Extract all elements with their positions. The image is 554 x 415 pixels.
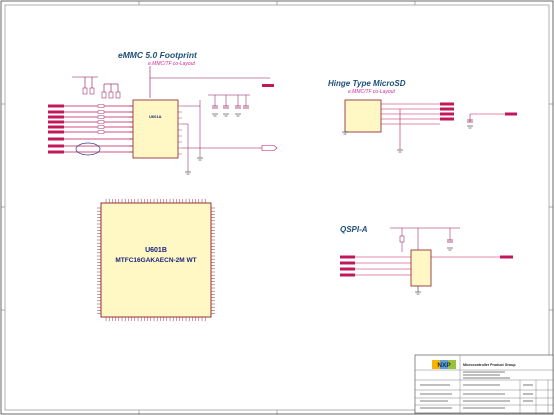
qspi-pullup-resistor <box>399 235 405 243</box>
nxp-logo: NXP <box>432 360 456 369</box>
emmc-chip-pin-stubs <box>129 105 182 155</box>
qspi-ground-symbols <box>415 247 453 295</box>
emmc-chip-u601a <box>132 99 179 159</box>
microsd-cap <box>467 119 473 123</box>
microsd-wiring <box>381 103 505 150</box>
emmc-series-resistors <box>97 104 105 134</box>
emmc-layout-note: e.MMC/TF co-Layout <box>148 61 195 67</box>
emmc-output-net-flag <box>261 145 278 151</box>
microsd-section-title: Hinge Type MicroSD <box>328 79 406 88</box>
emmc-section-title: eMMC 5.0 Footprint <box>118 50 198 60</box>
qspi-section-title: QSPI-A <box>340 225 368 234</box>
nxp-logo-text: NXP <box>437 362 451 369</box>
emmc-decoupling-caps <box>212 105 249 109</box>
emmc-right-side-wiring <box>182 94 262 172</box>
bga-chip-u601b <box>100 202 212 318</box>
bga-chip-pin-rows <box>97 199 215 321</box>
title-block-detail-lines <box>420 371 533 409</box>
qspi-signal-bus <box>355 256 500 276</box>
emmc-ground-symbols <box>185 113 241 175</box>
microsd-net-flags <box>440 102 517 121</box>
sheet-inner-border <box>4 4 550 411</box>
microsd-connector <box>344 99 382 133</box>
qspi-flash-chip <box>410 249 432 287</box>
emmc-highlight-ellipse <box>75 142 101 156</box>
bga-chip-part-number: MTFC16GAKAECN-2M WT <box>115 257 196 264</box>
emmc-power-rail <box>72 66 270 98</box>
microsd-ground-symbols <box>342 125 473 153</box>
bga-chip-ref: U601B <box>145 247 167 254</box>
microsd-layout-note: e.MMC/TF co-Layout <box>348 89 395 95</box>
qspi-net-flags <box>340 255 513 277</box>
emmc-pullup-resistors <box>82 87 121 99</box>
qspi-cap <box>447 239 453 243</box>
emmc-left-net-labels <box>48 104 64 154</box>
title-block <box>414 354 554 414</box>
emmc-chip-ref: U601A <box>149 114 162 119</box>
emmc-rail-net-flag <box>262 84 274 87</box>
qspi-power-wiring <box>390 227 460 252</box>
title-block-company: Microcontroller Product Group <box>463 363 516 367</box>
